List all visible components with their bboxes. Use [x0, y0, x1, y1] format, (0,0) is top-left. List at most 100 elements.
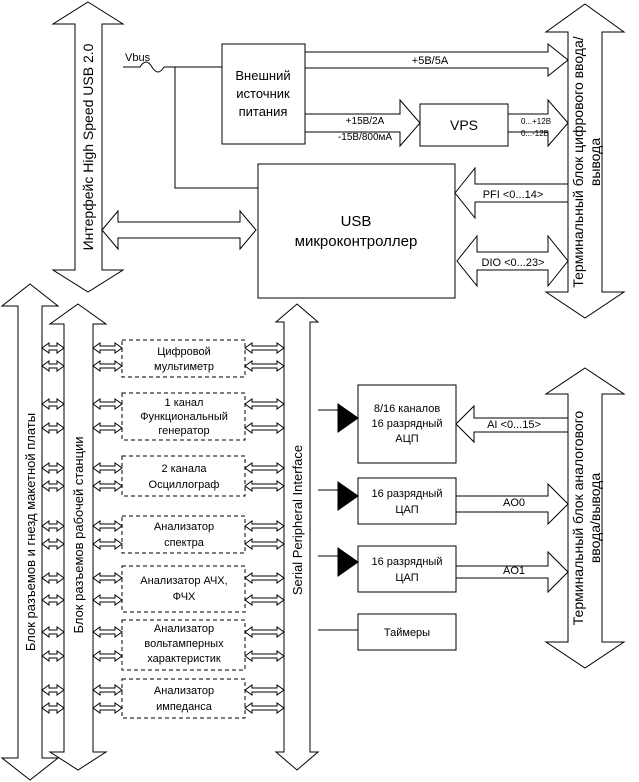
usb-to-mcu-arrow	[101, 209, 257, 251]
instrument-afc-line2: ФЧХ	[173, 591, 196, 603]
spi-connector-arrow	[244, 650, 285, 662]
digital-terminal-arrow	[544, 3, 626, 319]
breadboard-connector-arrow	[41, 684, 65, 696]
dac0-line1: 16 разрядный	[372, 488, 443, 500]
workstation-connector-arrow	[92, 360, 123, 372]
pfi-arrow	[454, 166, 569, 220]
power-supply-box	[221, 43, 306, 145]
spi-head-dac1	[337, 547, 359, 577]
workstation-connector-arrow	[92, 626, 123, 638]
instrument-afc-line1: Анализатор АЧХ,	[140, 575, 227, 587]
spi-connector-arrow	[244, 360, 285, 372]
mcu-box	[257, 163, 456, 299]
instrument-box-oscilloscope	[121, 455, 246, 497]
analog-terminal-line1: Терминальный блок аналогового	[570, 411, 586, 626]
breadboard-connector-arrow	[41, 594, 65, 606]
instrument-box-dmm	[121, 339, 246, 378]
adc-line3: АЦП	[395, 433, 418, 445]
spi-connector-arrow	[244, 572, 285, 584]
vps-output-arrow	[507, 98, 569, 148]
instrument-gen-line1: 1 канал	[165, 397, 204, 409]
instrument-imp-line1: Анализатор	[154, 685, 214, 697]
workstation-connector-arrow	[92, 422, 123, 434]
usb-bus-arrow	[51, 1, 125, 293]
breadboard-connector-arrow	[41, 702, 65, 714]
vps-out2: 0...-12В	[521, 129, 549, 138]
timers-box	[357, 613, 457, 651]
spi-connector-arrow	[244, 422, 285, 434]
breadboard-connector-arrow	[41, 626, 65, 638]
rail-5v-arrow	[304, 42, 569, 78]
spi-connector-arrow	[244, 594, 285, 606]
workstation-block-label: Блок разъемов рабочей станции	[71, 436, 86, 633]
power-supply-line2: источник	[236, 86, 290, 101]
workstation-connector-arrow	[92, 398, 123, 410]
instrument-gen-line3: генератор	[158, 425, 209, 437]
spi-connector-arrow	[244, 462, 285, 474]
analog-terminal-line2: ввода/вывода	[587, 473, 603, 563]
spi-connector-arrow	[244, 702, 285, 714]
rail-5v-label: +5В/5А	[412, 55, 449, 67]
spi-connector-arrow	[244, 626, 285, 638]
instrument-iv-line1: Анализатор	[154, 623, 214, 635]
workstation-connector-arrow	[92, 684, 123, 696]
power-supply-line1: Внешний	[235, 68, 290, 83]
breadboard-connector-arrow	[41, 520, 65, 532]
ao0-label: AO0	[503, 497, 525, 509]
dac0-line2: ЦАП	[395, 504, 418, 516]
breadboard-connector-arrow	[41, 572, 65, 584]
mcu-line1: USB	[341, 213, 372, 230]
dac1-box	[357, 545, 457, 593]
instrument-spec-line2: спектра	[164, 537, 205, 549]
instrument-iv-line3: характеристик	[147, 653, 221, 665]
adc-line2: 16 разрядный	[372, 418, 443, 430]
instrument-iv-line2: вольтамперных	[144, 638, 224, 650]
breadboard-block-arrow	[0, 283, 60, 781]
spi-connector-arrow	[244, 520, 285, 532]
spi-connector-arrow	[244, 398, 285, 410]
spi-bus-arrow	[274, 303, 320, 771]
spi-connector-arrow	[244, 538, 285, 550]
dio-arrow	[456, 234, 569, 288]
workstation-connector-arrow	[92, 462, 123, 474]
breadboard-connector-arrow	[41, 480, 65, 492]
instrument-imp-line2: импеданса	[156, 701, 213, 713]
instrument-box-impedance	[121, 678, 246, 719]
ai-label: AI <0...15>	[487, 419, 541, 431]
adc-box	[357, 384, 457, 464]
digital-terminal-line2: вывода	[587, 138, 603, 186]
instrument-box-afc	[121, 565, 246, 613]
spi-label: Serial Peripheral Interface	[290, 445, 305, 595]
rail-15v-line1: +15В/2А	[346, 116, 385, 127]
breadboard-connector-arrow	[41, 462, 65, 474]
dio-label: DIO <0...23>	[482, 257, 545, 269]
ao1-arrow	[455, 550, 569, 594]
workstation-block-arrow	[48, 303, 108, 771]
analog-terminal-arrow	[544, 367, 626, 669]
vbus-line	[123, 61, 222, 73]
breadboard-connector-arrow	[41, 398, 65, 410]
ai-arrow	[455, 404, 569, 444]
vbus-label: Vbus	[125, 52, 151, 64]
pfi-label: PFI <0...14>	[483, 189, 544, 201]
digital-terminal-line1: Терминальный блок цифрового ввода/	[570, 36, 586, 287]
dac0-box	[357, 477, 457, 525]
workstation-connector-arrow	[92, 572, 123, 584]
instrument-box-generator	[121, 392, 246, 441]
breadboard-connector-arrow	[41, 650, 65, 662]
instrument-osc-line1: 2 канала	[161, 463, 207, 475]
spi-connector-arrow	[244, 342, 285, 354]
spi-head-dac0	[337, 481, 359, 511]
workstation-connector-arrow	[92, 520, 123, 532]
dac1-line2: ЦАП	[395, 572, 418, 584]
ao1-label: AO1	[503, 565, 525, 577]
breadboard-connector-arrow	[41, 342, 65, 354]
instrument-box-iv	[121, 619, 246, 671]
spi-connector-arrow	[244, 480, 285, 492]
usb-bus-label: Интерфейс High Speed USB 2.0	[80, 43, 96, 250]
instrument-gen-line2: Функциональный	[140, 411, 228, 423]
breadboard-connector-arrow	[41, 360, 65, 372]
instrument-dmm-line2: мультиметр	[154, 361, 214, 373]
ao0-arrow	[455, 482, 569, 526]
